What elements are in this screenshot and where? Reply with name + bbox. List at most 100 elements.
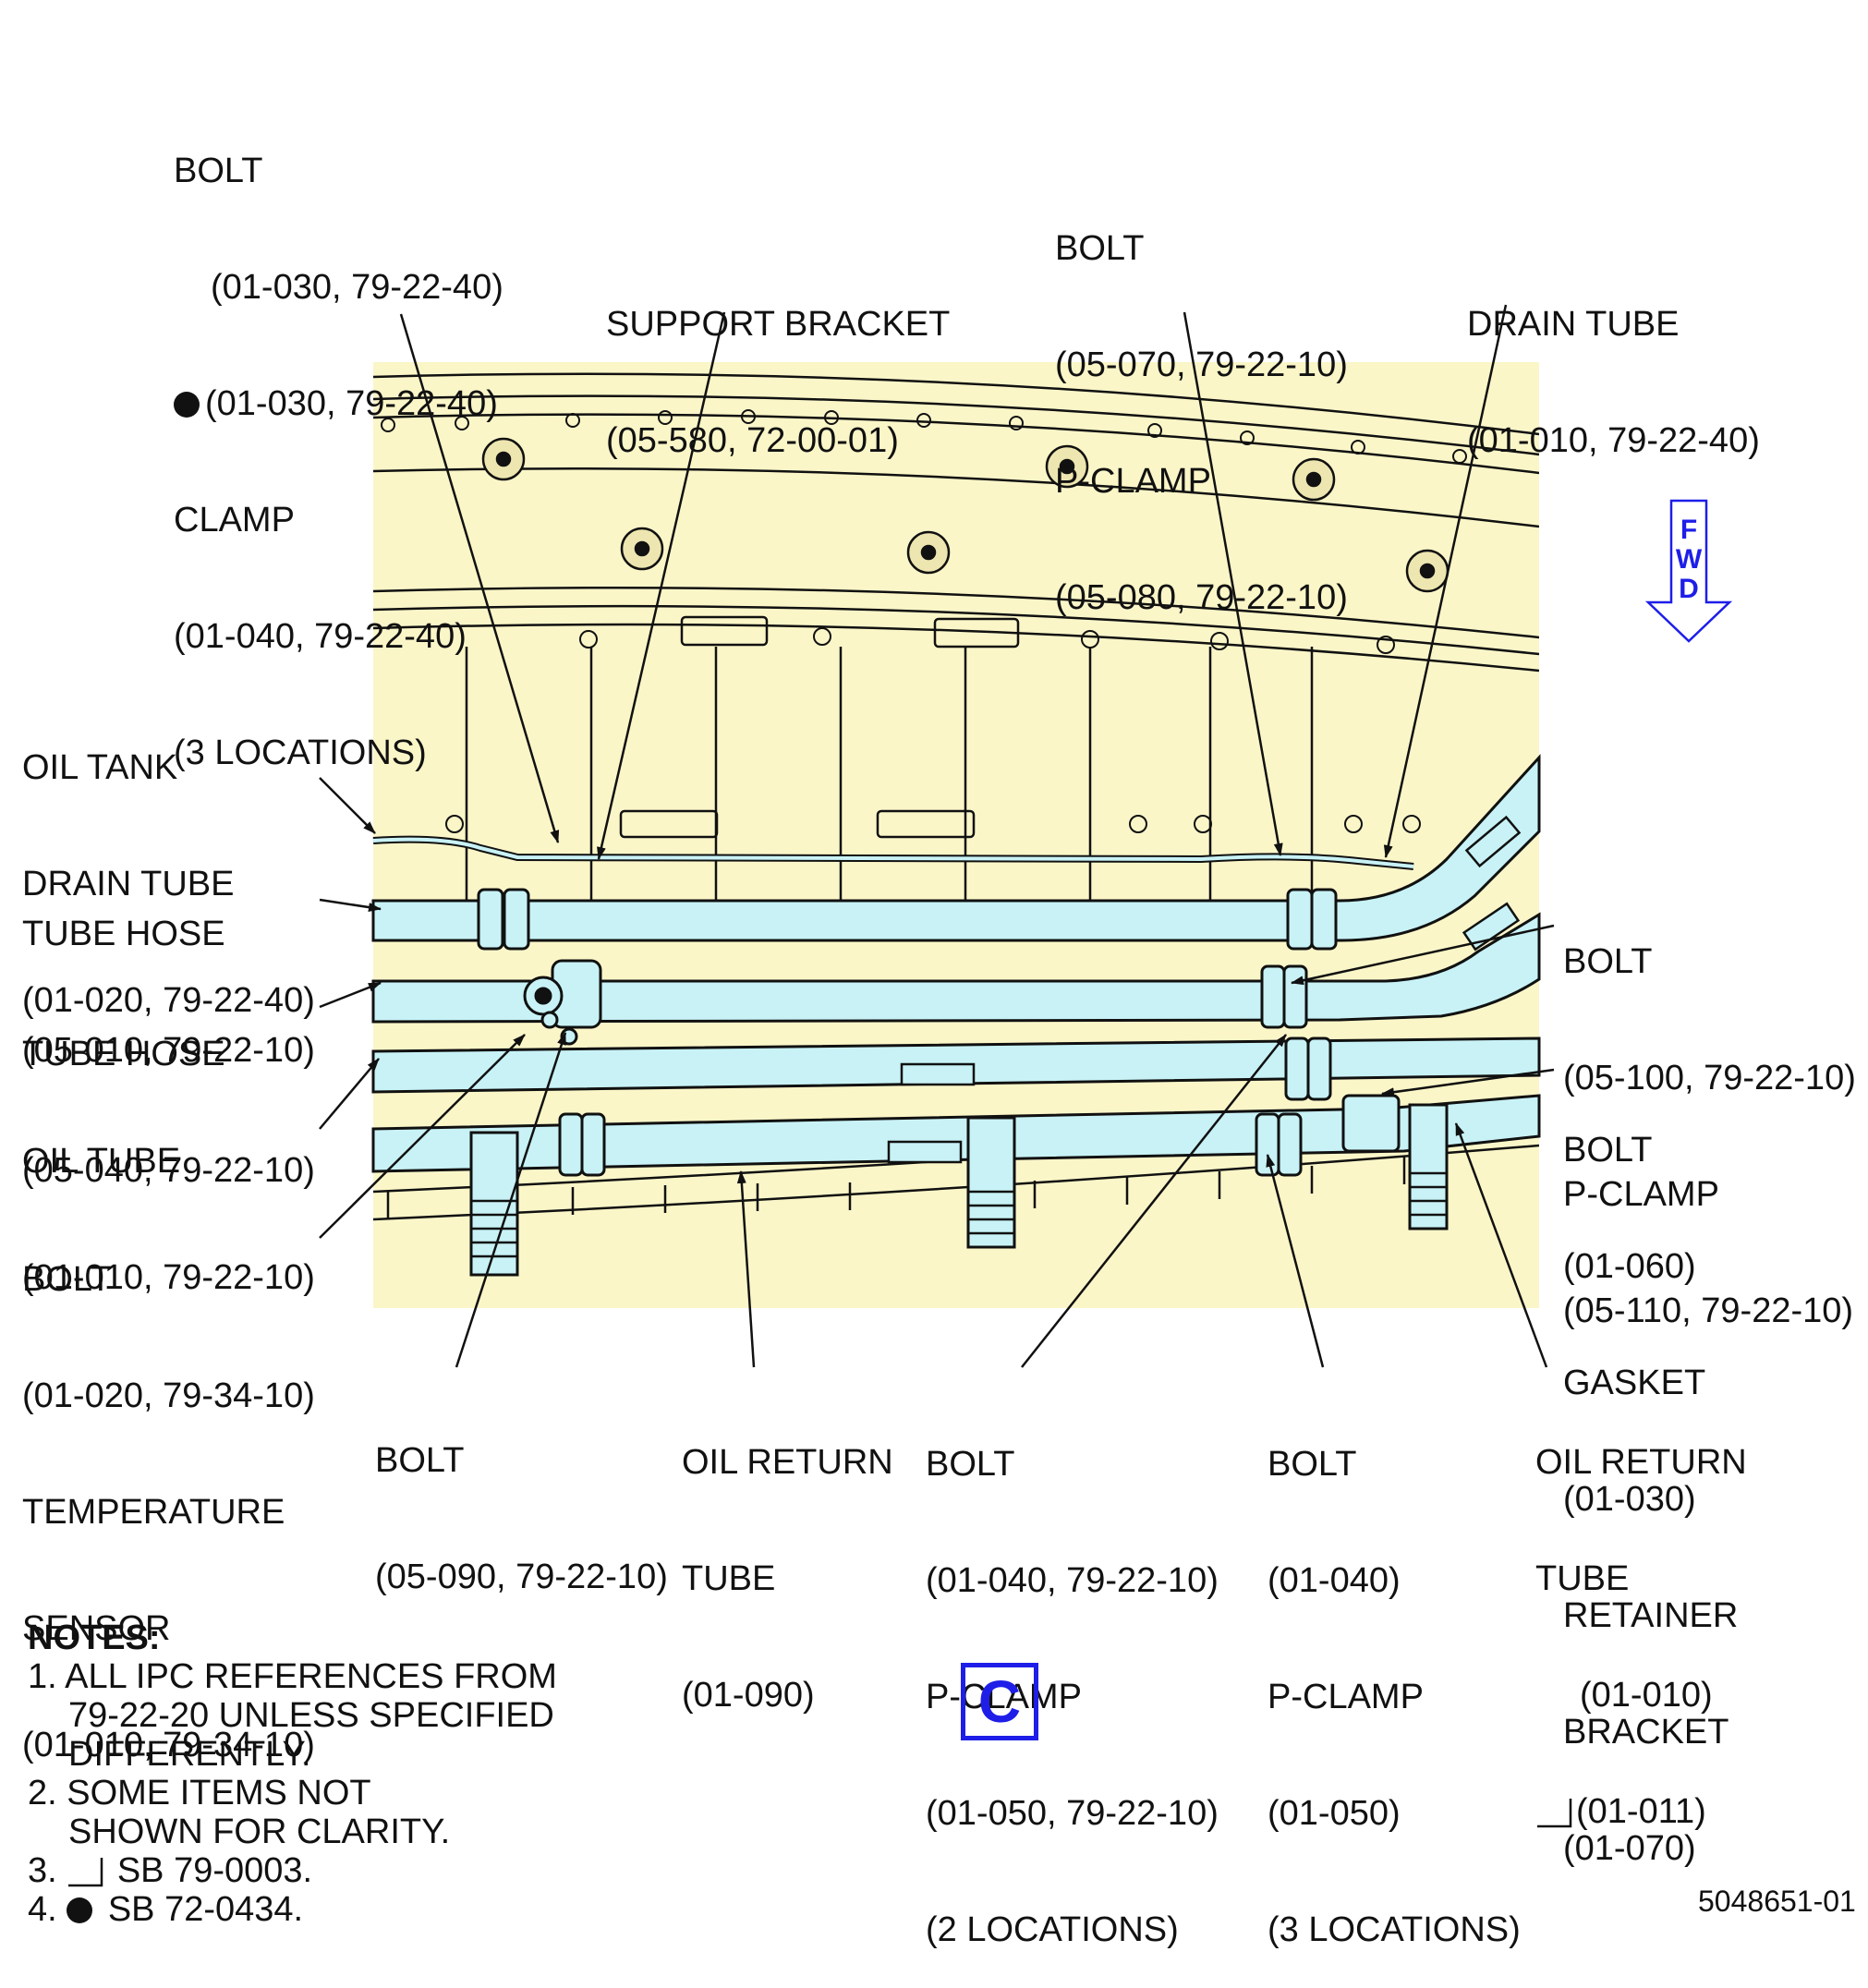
callout-oil-tank-drain-tube: OIL TANK DRAIN TUBE (01-020, 79-22-40): [22, 671, 315, 1059]
callout-line: (01-010): [1580, 1676, 1713, 1715]
callout-line: (01-011): [1535, 1792, 1747, 1831]
callout-line: TUBE HOSE: [22, 915, 225, 953]
frame-boss-group: [481, 437, 1450, 593]
tube-hose-05040: [371, 912, 1541, 1024]
callout-bolt-pclamp-3-locations: BOLT (01-040) P-CLAMP (01-050) (3 LOCATI…: [1268, 1367, 1521, 1988]
fwd-arrow: [1644, 499, 1733, 643]
note-1-line: 1. ALL IPC REFERENCES FROM: [28, 1657, 557, 1696]
callout-line: (01-030, 79-22-40): [211, 268, 503, 307]
callout-line: (01-050, 79-22-10): [926, 1794, 1219, 1833]
callout-line: (01-020, 79-22-40): [22, 981, 315, 1020]
view-letter-box: C: [961, 1663, 1038, 1740]
callout-tube-hose-05040: TUBE HOSE (05-040, 79-22-10): [22, 957, 315, 1229]
sb-72-0434-dot-icon: [67, 1897, 93, 1923]
callout-line: (05-070, 79-22-10): [1055, 345, 1348, 384]
callout-line: (01-030, 79-22-40): [174, 384, 503, 423]
callout-line: OIL RETURN: [1535, 1443, 1747, 1482]
callout-bolt-temperature-sensor: BOLT (01-020, 79-34-10) TEMPERATURE SENS…: [22, 1182, 315, 1803]
callout-line: (01-060): [1563, 1247, 1696, 1286]
callout-line: SUPPORT BRACKET: [606, 305, 951, 344]
sb-72-0434-dot-icon: [174, 392, 200, 418]
callout-line: (05-080, 79-22-10): [1055, 578, 1348, 617]
callout-oil-return-tube-01010: OIL RETURN TUBE (01-010) (01-011): [1535, 1365, 1747, 1870]
callout-line: OIL TANK: [22, 748, 178, 787]
callout-line: (01-030): [1563, 1480, 1696, 1519]
note-2-line: SHOWN FOR CLARITY.: [68, 1812, 451, 1851]
callout-tube-hose-05010: TUBE HOSE (05-010, 79-22-10): [22, 837, 315, 1109]
callout-line: (01-020, 79-34-10): [22, 1376, 315, 1415]
callout-line: (3 LOCATIONS): [1268, 1910, 1521, 1949]
notes-title: NOTES:: [28, 1618, 161, 1657]
callout-line: DRAIN TUBE: [22, 865, 235, 903]
callout-line: BOLT: [1563, 1131, 1653, 1170]
callout-line: (05-010, 79-22-10): [22, 1031, 315, 1070]
callout-oil-tube: OIL TUBE (01-010, 79-22-10): [22, 1064, 315, 1336]
callout-line: (01-050): [1268, 1794, 1401, 1833]
callout-line: (01-040, 79-22-40): [174, 617, 467, 656]
callout-oil-return-tube-01090: OIL RETURN TUBE (01-090): [682, 1365, 893, 1753]
callout-line: DRAIN TUBE: [1467, 305, 1680, 344]
callout-line: OIL RETURN: [682, 1443, 893, 1482]
callout-line: P-CLAMP: [1268, 1678, 1424, 1716]
sb-79-0003-triangle-icon: [1537, 1799, 1572, 1828]
note-2-line: 2. SOME ITEMS NOT: [28, 1774, 371, 1812]
rivet-row: [381, 409, 1467, 833]
callout-line: (01-010, 79-22-40): [1467, 421, 1760, 460]
callout-line: SENSOR: [22, 1609, 171, 1648]
callout-line: GASKET: [1563, 1364, 1706, 1402]
callout-bolt-05090: BOLT (05-090, 79-22-10): [375, 1364, 668, 1635]
callout-drain-tube: DRAIN TUBE (01-010, 79-22-40): [1467, 227, 1760, 499]
callout-line: TUBE: [682, 1559, 776, 1598]
callout-line: TEMPERATURE: [22, 1493, 285, 1532]
note-4-text: SB 72-0434.: [107, 1890, 304, 1929]
callout-line: BOLT: [375, 1441, 465, 1480]
callout-line: BOLT: [22, 1260, 112, 1299]
callout-line: (3 LOCATIONS): [174, 733, 427, 772]
callout-line: TUBE: [1535, 1559, 1630, 1598]
note-3-number: 3.: [28, 1851, 57, 1890]
fwd-letter-w: W: [1675, 544, 1703, 575]
fwd-letter-d: D: [1679, 574, 1699, 604]
callout-line: P-CLAMP: [1563, 1175, 1719, 1214]
callout-line: (01-070): [1563, 1829, 1696, 1868]
notes-block: NOTES: 1. ALL IPC REFERENCES FROM 79-22-…: [28, 1618, 557, 1929]
figure-number: 5048651-01: [1698, 1885, 1856, 1918]
fwd-indicator: F W D: [1675, 515, 1703, 604]
callout-line: (01-040): [1268, 1561, 1401, 1600]
callout-line-text: (01-011): [1576, 1792, 1706, 1831]
callout-support-bracket: SUPPORT BRACKET (05-580, 72-00-01): [606, 227, 950, 499]
fwd-letter-f: F: [1680, 515, 1698, 545]
callout-line: TUBE HOSE: [22, 1035, 225, 1073]
callout-line: BRACKET: [1563, 1713, 1729, 1752]
callout-line: P-CLAMP: [926, 1678, 1082, 1716]
callout-bolt-clamp-3-locations: BOLT (01-030, 79-22-40) (01-030, 79-22-4…: [174, 74, 503, 811]
note-3-text: SB 79-0003.: [116, 1851, 313, 1890]
callout-line: BOLT: [1563, 942, 1653, 981]
callout-bolt-gasket-retainer-bracket: BOLT (01-060) GASKET (01-030) RETAINER B…: [1563, 1053, 1738, 1907]
callout-line: (05-110, 79-22-10): [1563, 1291, 1854, 1330]
sb-79-0003-triangle-icon: [68, 1858, 103, 1887]
callout-line: BOLT: [1055, 229, 1145, 268]
callout-line-text: (01-030, 79-22-40): [205, 384, 498, 423]
callout-line: (05-580, 72-00-01): [606, 421, 899, 460]
note-1-line: DIFFERENTLY.: [68, 1735, 311, 1774]
callout-line: (01-010, 79-34-10): [22, 1726, 315, 1764]
callout-line: (05-090, 79-22-10): [375, 1558, 668, 1596]
callout-line: BOLT: [1268, 1445, 1357, 1484]
callout-bolt-pclamp-2-locations: BOLT (01-040, 79-22-10) P-CLAMP (01-050,…: [926, 1367, 1219, 1988]
callout-line: BOLT: [174, 152, 263, 190]
callout-line: (01-010, 79-22-10): [22, 1258, 315, 1297]
callout-line: OIL TUBE: [22, 1142, 181, 1181]
callout-bolt-pclamp-05070: BOLT (05-070, 79-22-10) P-CLAMP (05-080,…: [1055, 152, 1348, 656]
engine-oil-tube-illustration: [319, 304, 1733, 1368]
callout-line: (01-040, 79-22-10): [926, 1561, 1219, 1600]
callout-line: (05-100, 79-22-10): [1563, 1059, 1856, 1097]
callout-line: (01-090): [682, 1676, 815, 1715]
leader-line-group: [319, 304, 1555, 1368]
note-4-number: 4.: [28, 1890, 57, 1929]
callout-bolt-pclamp-05100: BOLT (05-100, 79-22-10) P-CLAMP (05-110,…: [1563, 865, 1856, 1369]
callout-line: CLAMP: [174, 501, 295, 539]
note-4: 4. SB 72-0434.: [28, 1890, 557, 1929]
callout-line: (2 LOCATIONS): [926, 1910, 1179, 1949]
note-1-line: 79-22-20 UNLESS SPECIFIED: [68, 1696, 554, 1735]
